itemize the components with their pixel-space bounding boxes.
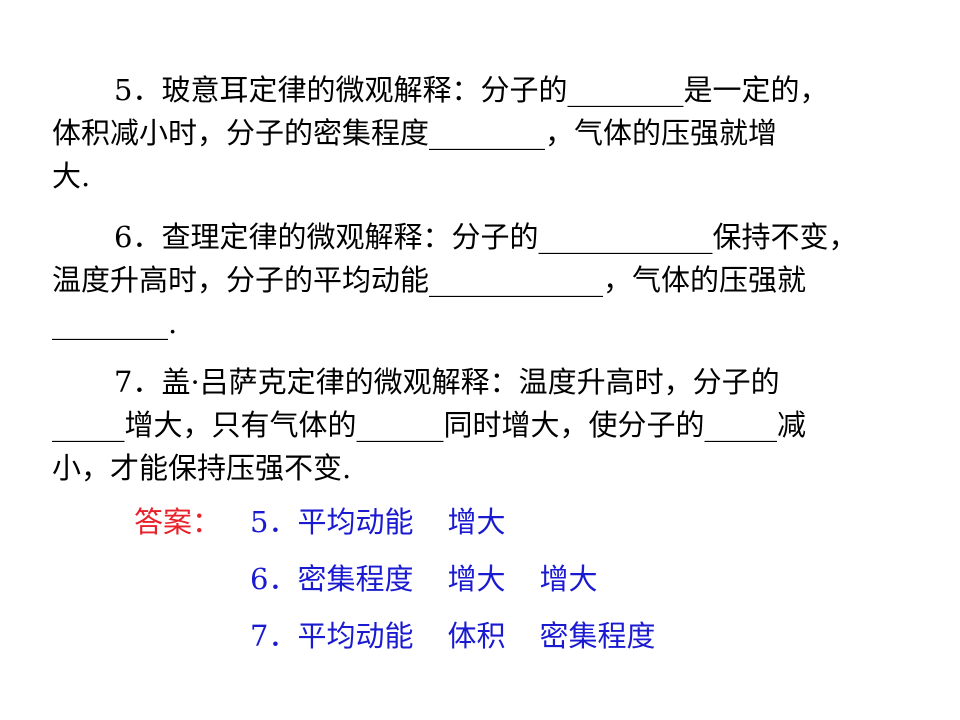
answer-6-item-2: 增大: [447, 562, 506, 596]
q5-line-3: 大.: [52, 159, 91, 193]
answer-7: 7．平均动能体积密集程度: [250, 618, 656, 654]
answer-6-item-3: 增大: [539, 562, 598, 596]
q5-line-1: 5．玻意耳定律的微观解释：分子的________是一定的，: [114, 73, 829, 107]
answer-6-item-1: 密集程度: [297, 562, 414, 596]
q7-line-1: 7．盖·吕萨克定律的微观解释：温度升高时，分子的: [114, 365, 780, 399]
answer-5: 5．平均动能增大: [250, 504, 505, 540]
answer-5-num: 5．: [250, 505, 298, 539]
answer-7-item-3: 密集程度: [539, 619, 656, 653]
q5-line-2: 体积减小时，分子的密集程度________，气体的压强就增: [52, 116, 778, 150]
answer-7-num: 7．: [250, 619, 298, 653]
q7-line-2: _____增大，只有气体的______同时增大，使分子的_____减: [52, 408, 807, 442]
answer-6: 6．密集程度增大增大: [250, 561, 598, 597]
answer-5-item-2: 增大: [447, 505, 506, 539]
answer-6-num: 6．: [250, 562, 298, 596]
q6-line-1: 6．查理定律的微观解释：分子的____________保持不变，: [114, 220, 858, 254]
answer-label: 答案：: [134, 505, 222, 539]
q6-line-3: ________.: [52, 306, 178, 340]
q7-line-3: 小，才能保持压强不变.: [52, 451, 352, 485]
answer-5-item-1: 平均动能: [297, 505, 414, 539]
answer-7-item-1: 平均动能: [297, 619, 414, 653]
q6-line-2: 温度升高时，分子的平均动能____________，气体的压强就: [52, 263, 807, 297]
answer-7-item-2: 体积: [447, 619, 506, 653]
